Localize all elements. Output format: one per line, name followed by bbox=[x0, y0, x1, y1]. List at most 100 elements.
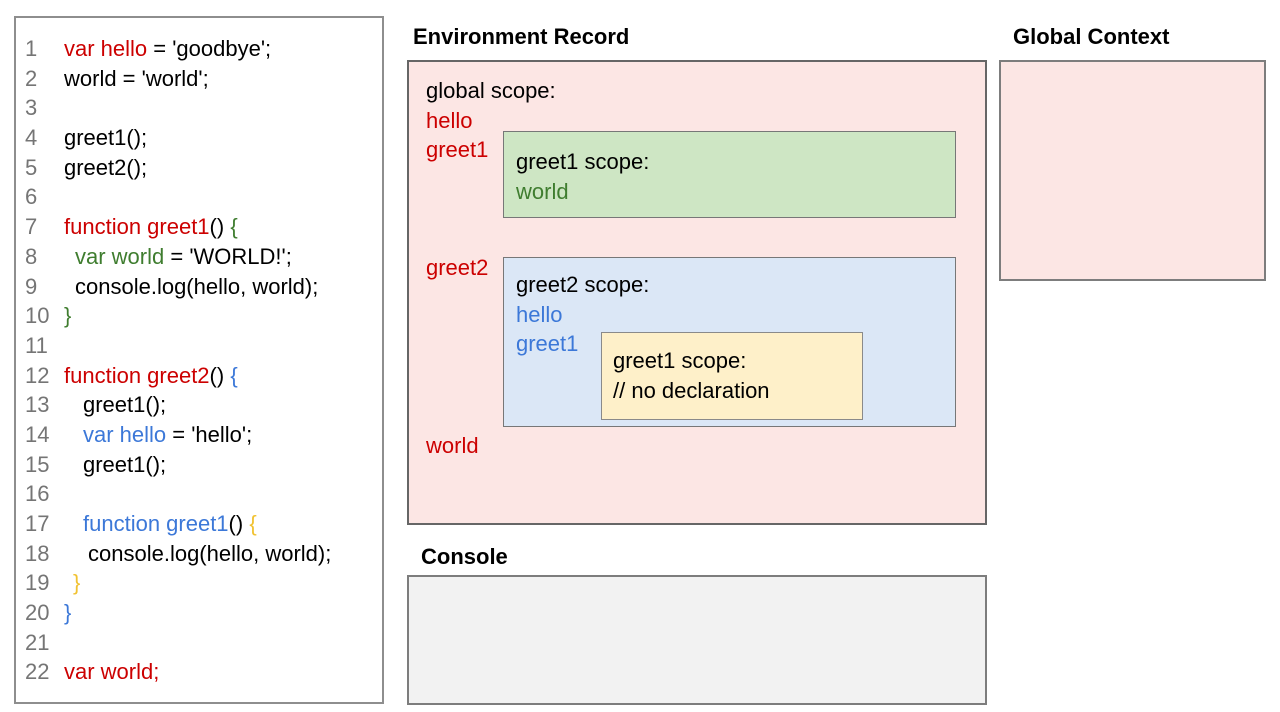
greet2-scope-heading: greet2 scope: bbox=[516, 272, 650, 297]
code-line-content bbox=[64, 93, 382, 123]
code-token: () bbox=[209, 362, 231, 388]
line-number: 21 bbox=[25, 629, 50, 655]
greet1-inner-scope-comment: // no declaration bbox=[613, 378, 770, 403]
code-token: greet2(); bbox=[64, 154, 148, 180]
global-scope-var-hello: hello bbox=[426, 108, 473, 133]
greet2-scope-var-hello: hello bbox=[516, 302, 563, 327]
line-number: 11 bbox=[25, 332, 48, 358]
code-line-content: greet2(); bbox=[64, 153, 382, 183]
code-token: } bbox=[73, 570, 81, 596]
code-line-content: function greet1() { bbox=[64, 509, 382, 539]
line-number: 22 bbox=[25, 659, 50, 685]
code-line-content: greet1(); bbox=[64, 390, 382, 420]
code-token: } bbox=[64, 600, 72, 626]
line-number: 14 bbox=[25, 421, 50, 447]
code-lines: 1 var hello = 'goodbye'; 2 world = 'world';… bbox=[16, 18, 382, 687]
code-line: 20} bbox=[16, 598, 382, 628]
code-line-content: greet1(); bbox=[64, 123, 382, 153]
code-line: 8 var world = 'WORLD!'; bbox=[16, 242, 382, 272]
global-context-box bbox=[999, 60, 1266, 281]
greet1-scope-heading: greet1 scope: bbox=[516, 149, 650, 174]
code-line-content: console.log(hello, world); bbox=[64, 539, 382, 569]
code-line-content: var world = 'WORLD!'; bbox=[64, 242, 382, 272]
code-token: world = 'world'; bbox=[64, 65, 209, 91]
line-number: 6 bbox=[25, 184, 38, 210]
line-number: 15 bbox=[25, 451, 50, 477]
code-token: = 'hello'; bbox=[166, 421, 253, 447]
greet2-scope-var-greet1: greet1 bbox=[516, 331, 579, 356]
code-line-content: var world; bbox=[64, 657, 382, 687]
code-line: 18 console.log(hello, world); bbox=[16, 539, 382, 569]
console-title: Console bbox=[421, 544, 508, 569]
line-number: 9 bbox=[25, 273, 38, 299]
code-token: var hello bbox=[64, 36, 148, 61]
code-line: 21 bbox=[16, 628, 382, 658]
code-token: console.log(hello, world); bbox=[75, 273, 319, 299]
code-token: var world bbox=[75, 243, 165, 269]
code-line-content bbox=[64, 628, 382, 658]
environment-record-title: Environment Record bbox=[413, 24, 630, 49]
code-line-content bbox=[64, 331, 382, 361]
code-line-content: world = 'world'; bbox=[64, 64, 382, 94]
code-token: { bbox=[249, 511, 257, 536]
code-line: 9 console.log(hello, world); bbox=[16, 272, 382, 302]
global-scope-var-world: world bbox=[426, 433, 479, 458]
code-token: } bbox=[64, 303, 72, 329]
line-number: 1 bbox=[25, 36, 38, 61]
code-token: greet1(); bbox=[64, 125, 148, 151]
code-line-content: greet1(); bbox=[64, 450, 382, 480]
line-number: 8 bbox=[25, 243, 38, 269]
code-token: = 'goodbye'; bbox=[147, 36, 272, 61]
code-line-content: } bbox=[64, 301, 382, 331]
line-number: 17 bbox=[25, 511, 50, 536]
code-line: 3 bbox=[16, 93, 382, 123]
code-line-content: var hello = 'hello'; bbox=[64, 420, 382, 450]
line-number: 12 bbox=[25, 362, 50, 388]
code-token: { bbox=[230, 214, 238, 240]
global-scope-box: global scope: hello greet1 greet2 world … bbox=[407, 60, 987, 525]
code-line: 2 world = 'world'; bbox=[16, 64, 382, 94]
code-line: 6 bbox=[16, 182, 382, 212]
code-line: 14 var hello = 'hello'; bbox=[16, 420, 382, 450]
code-line: 12 function greet2() { bbox=[16, 361, 382, 391]
code-line-content: var hello = 'goodbye'; bbox=[64, 34, 382, 64]
code-line: 1 var hello = 'goodbye'; bbox=[16, 34, 382, 64]
line-number: 18 bbox=[25, 540, 50, 566]
greet1-inner-scope-box: greet1 scope: // no declaration bbox=[601, 332, 863, 420]
code-token: { bbox=[230, 362, 238, 388]
code-token: console.log(hello, world); bbox=[88, 540, 332, 566]
code-line-content bbox=[64, 479, 382, 509]
line-number: 13 bbox=[25, 392, 50, 418]
line-number: 2 bbox=[25, 65, 38, 91]
code-token: () bbox=[209, 214, 231, 240]
line-number: 20 bbox=[25, 600, 50, 626]
code-line: 15 greet1(); bbox=[16, 450, 382, 480]
global-scope-var-greet2: greet2 bbox=[426, 255, 489, 280]
code-token: function greet1 bbox=[64, 214, 210, 240]
line-number: 7 bbox=[25, 214, 38, 240]
code-line: 13 greet1(); bbox=[16, 390, 382, 420]
code-line-content: function greet2() { bbox=[64, 361, 382, 391]
code-token: () bbox=[228, 511, 250, 536]
code-token: var world; bbox=[64, 659, 160, 685]
code-line-content bbox=[64, 182, 382, 212]
greet1-scope-var-world: world bbox=[516, 179, 569, 204]
code-line: 11 bbox=[16, 331, 382, 361]
global-context-title: Global Context bbox=[1013, 24, 1170, 49]
greet2-scope-box: greet2 scope: hello greet1 greet1 scope:… bbox=[503, 257, 956, 427]
line-number: 10 bbox=[25, 303, 50, 329]
code-line: 7 function greet1() { bbox=[16, 212, 382, 242]
line-number: 3 bbox=[25, 95, 38, 121]
code-token: var hello bbox=[83, 421, 167, 447]
greet1-inner-scope-heading: greet1 scope: bbox=[613, 348, 747, 373]
code-token: function greet2 bbox=[64, 362, 210, 388]
code-line-content: console.log(hello, world); bbox=[64, 272, 382, 302]
code-token: function greet1 bbox=[83, 511, 229, 536]
code-line: 16 bbox=[16, 479, 382, 509]
code-editor-panel: 1 var hello = 'goodbye'; 2 world = 'world';… bbox=[14, 16, 384, 704]
code-line: 17 function greet1() { bbox=[16, 509, 382, 539]
console-output-box bbox=[407, 575, 987, 705]
